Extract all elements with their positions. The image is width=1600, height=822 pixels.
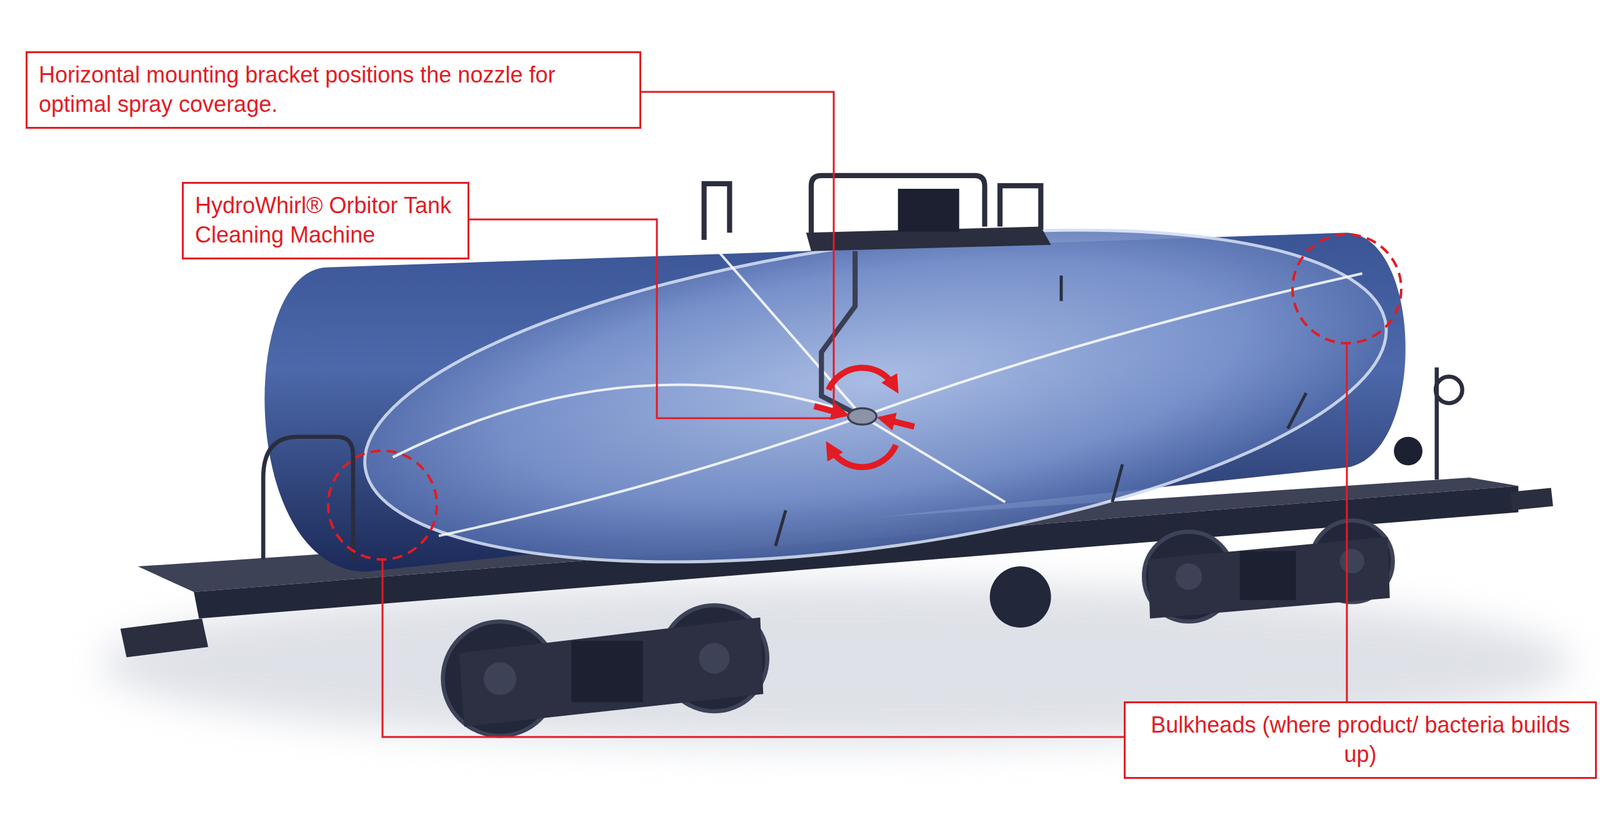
rotation-arrow [885, 419, 915, 427]
railing [1000, 185, 1041, 230]
bulkhead-highlight [1292, 234, 1402, 344]
spray-pattern [393, 232, 1363, 536]
railing [811, 175, 985, 233]
callout-box: HydroWhirl® Orbitor Tank Cleaning Machin… [181, 181, 470, 260]
axle [1175, 563, 1202, 590]
truck-side-frame [1148, 536, 1390, 619]
bolster [571, 640, 643, 702]
rail-car [101, 174, 1572, 745]
spray-line [438, 416, 863, 536]
tank-supports [775, 275, 1307, 547]
nozzle [848, 408, 877, 425]
leader-line [469, 219, 835, 419]
railing [704, 183, 730, 240]
wheel [990, 566, 1052, 628]
bulkhead-highlight [328, 450, 437, 560]
truck-side-frame [459, 617, 764, 727]
leader-lines [382, 91, 1347, 737]
coupler [120, 618, 209, 657]
truck [443, 605, 768, 736]
cutaway-window [344, 174, 1407, 617]
rotation-arrow [830, 445, 896, 467]
brake-wheel [1435, 376, 1462, 403]
brake-cylinder [1393, 436, 1423, 466]
handrail [263, 436, 354, 562]
highlight-circles [328, 234, 1402, 560]
coupler [1510, 487, 1554, 510]
leader-line [382, 559, 1124, 737]
axle [483, 662, 517, 695]
spray-line [701, 232, 862, 417]
hatch [898, 188, 960, 232]
callout-box: Bulkheads (where product/ bacteria build… [1123, 701, 1597, 779]
support [1287, 393, 1306, 429]
spray-line [393, 384, 863, 457]
rotation-arrow [828, 367, 894, 390]
spray-line [862, 273, 1363, 417]
bolster [1240, 551, 1297, 600]
callout-text: Horizontal mounting bracket positions th… [38, 60, 629, 120]
leader-line [1346, 343, 1349, 702]
leader-line [641, 91, 834, 410]
callout-text: HydroWhirl® Orbitor Tank Cleaning Machin… [195, 191, 457, 250]
callout-text: Bulkheads (where product/ bacteria build… [1136, 710, 1584, 770]
axle [698, 643, 730, 674]
support [1060, 275, 1064, 302]
rotation-arrow [814, 406, 841, 414]
support [775, 510, 786, 546]
truck [1143, 520, 1393, 622]
support [1112, 464, 1123, 502]
axle [1340, 548, 1365, 574]
callout-box: Horizontal mounting bracket positions th… [25, 51, 642, 129]
top-platform [704, 175, 1052, 252]
